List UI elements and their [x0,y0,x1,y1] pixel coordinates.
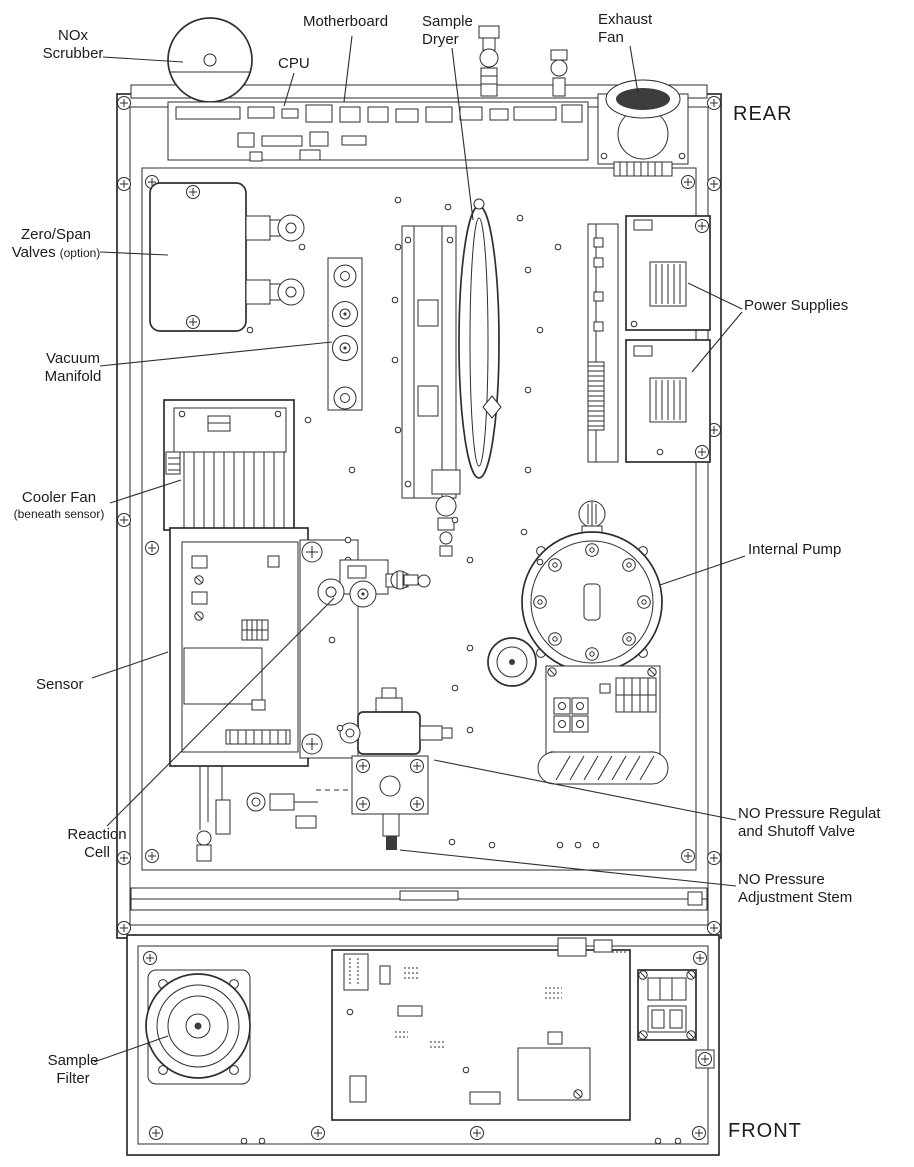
label-sample-filter-text: Sample Filter [47,1052,99,1087]
label-vacuum-manifold: Vacuum Manifold [28,350,118,385]
label-cooler-fan-text: Cooler Fan [21,489,97,506]
label-nox-scrubber-text: NOx Scrubber [42,27,104,62]
label-vacuum-manifold-text: Vacuum Manifold [44,350,102,385]
cooler-fan-drawing [163,399,295,531]
internal-pump-drawing [487,500,669,785]
label-front: FRONT [728,1120,802,1144]
label-rear-text: REAR [733,103,793,125]
label-sample-dryer-text: Sample Dryer [422,13,473,48]
label-reaction-cell-text: Reaction Cell [67,826,127,861]
label-no-pressure-regulator-text: NO Pressure Regulat and Shutoff Valve [738,805,881,840]
label-internal-pump: Internal Pump [748,541,841,559]
label-no-pressure-adjustment: NO Pressure Adjustment Stem [738,871,852,906]
label-sample-filter: Sample Filter [38,1052,108,1087]
sensor-drawing [169,527,431,862]
label-no-pressure-adjustment-text: NO Pressure Adjustment Stem [738,871,853,906]
label-internal-pump-text: Internal Pump [748,541,842,558]
vacuum-manifold-drawing [327,257,363,411]
exhaust-fan-drawing [597,79,689,177]
zero-span-valves-drawing [149,182,305,332]
label-cpu-text: CPU [278,55,310,72]
label-zero-span-valves-text: Zero/Span Valves [11,226,92,261]
label-sensor: Sensor [36,676,84,694]
pressure-regulator-drawing [316,687,453,850]
label-exhaust-fan-text: Exhaust Fan [598,11,653,46]
label-cooler-fan: Cooler Fan(beneath sensor) [0,489,118,521]
sample-dryer-drawing [401,198,502,557]
label-power-supplies-text: Power Supplies [744,297,849,314]
label-power-supplies: Power Supplies [744,297,848,315]
label-cooler-fan-note: (beneath sensor) [13,506,105,521]
label-motherboard: Motherboard [303,13,388,31]
label-zero-span-valves-option: (option) [59,245,101,260]
label-front-text: FRONT [728,1120,802,1142]
label-zero-span-valves: Zero/Span Valves(option) [0,226,112,261]
label-sensor-text: Sensor [36,676,84,693]
label-exhaust-fan: Exhaust Fan [598,11,652,46]
rear-fittings-drawing [478,25,568,97]
nox-scrubber-drawing [167,17,253,103]
label-nox-scrubber: NOx Scrubber [30,27,116,62]
label-rear: REAR [733,103,793,127]
motherboard-drawing [167,101,589,162]
label-motherboard-text: Motherboard [303,13,389,30]
leader-lines [91,35,746,1063]
label-cpu: CPU [278,55,310,73]
label-no-pressure-regulator: NO Pressure Regulat and Shutoff Valve [738,805,881,840]
label-reaction-cell: Reaction Cell [60,826,134,861]
label-sample-dryer: Sample Dryer [422,13,473,48]
sample-filter-drawing [145,969,251,1085]
power-supplies-drawing [587,215,711,463]
